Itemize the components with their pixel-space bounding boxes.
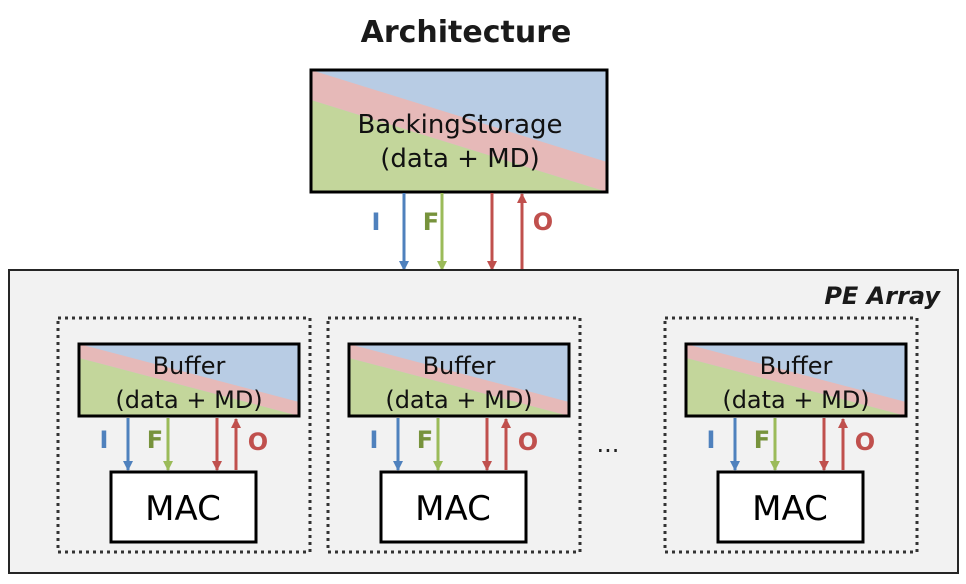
filter-label: F: [417, 426, 433, 454]
pe-unit: Buffer (data + MD) I F O MAC: [326, 316, 582, 554]
pe-boundary: [56, 316, 312, 554]
filter-label: F: [423, 208, 439, 236]
input-label: I: [372, 208, 381, 236]
output-label: O: [518, 428, 538, 456]
pe-boundary: [326, 316, 582, 554]
mac-label: MAC: [752, 489, 828, 529]
output-label: O: [855, 428, 875, 456]
backing-storage-sublabel: (data + MD): [380, 144, 540, 174]
mac-unit: [109, 470, 258, 544]
buffer: Buffer (data + MD): [684, 342, 908, 418]
mac-label: MAC: [145, 489, 221, 529]
output-label: O: [533, 208, 553, 236]
pe-boundary: [663, 316, 919, 554]
pe-array-label: PE Array: [824, 282, 941, 310]
input-label: I: [707, 426, 716, 454]
buffer-sublabel: (data + MD): [385, 386, 532, 414]
filter-label: F: [754, 426, 770, 454]
mac-label: MAC: [415, 489, 491, 529]
buffer-label: Buffer: [153, 352, 226, 380]
buffer-sublabel: (data + MD): [115, 386, 262, 414]
buffer-label: Buffer: [760, 352, 833, 380]
input-label: I: [370, 426, 379, 454]
ellipsis: ...: [597, 430, 620, 458]
diagram-title: Architecture: [361, 15, 572, 50]
buffer: Buffer (data + MD): [77, 342, 301, 418]
buffer-sublabel: (data + MD): [722, 386, 869, 414]
backing-storage: BackingStorage (data + MD): [309, 68, 609, 194]
output-label: O: [248, 428, 268, 456]
storage-arrows: I F O: [372, 193, 553, 271]
pe-unit: Buffer (data + MD) I F O MAC: [663, 316, 919, 554]
mac-unit: [379, 470, 528, 544]
mac-unit: [716, 470, 865, 544]
buffer: Buffer (data + MD): [347, 342, 571, 418]
buffer-label: Buffer: [423, 352, 496, 380]
pe-unit: Buffer (data + MD) I F O MAC: [56, 316, 312, 554]
filter-label: F: [147, 426, 163, 454]
input-label: I: [100, 426, 109, 454]
backing-storage-label: BackingStorage: [357, 110, 562, 140]
